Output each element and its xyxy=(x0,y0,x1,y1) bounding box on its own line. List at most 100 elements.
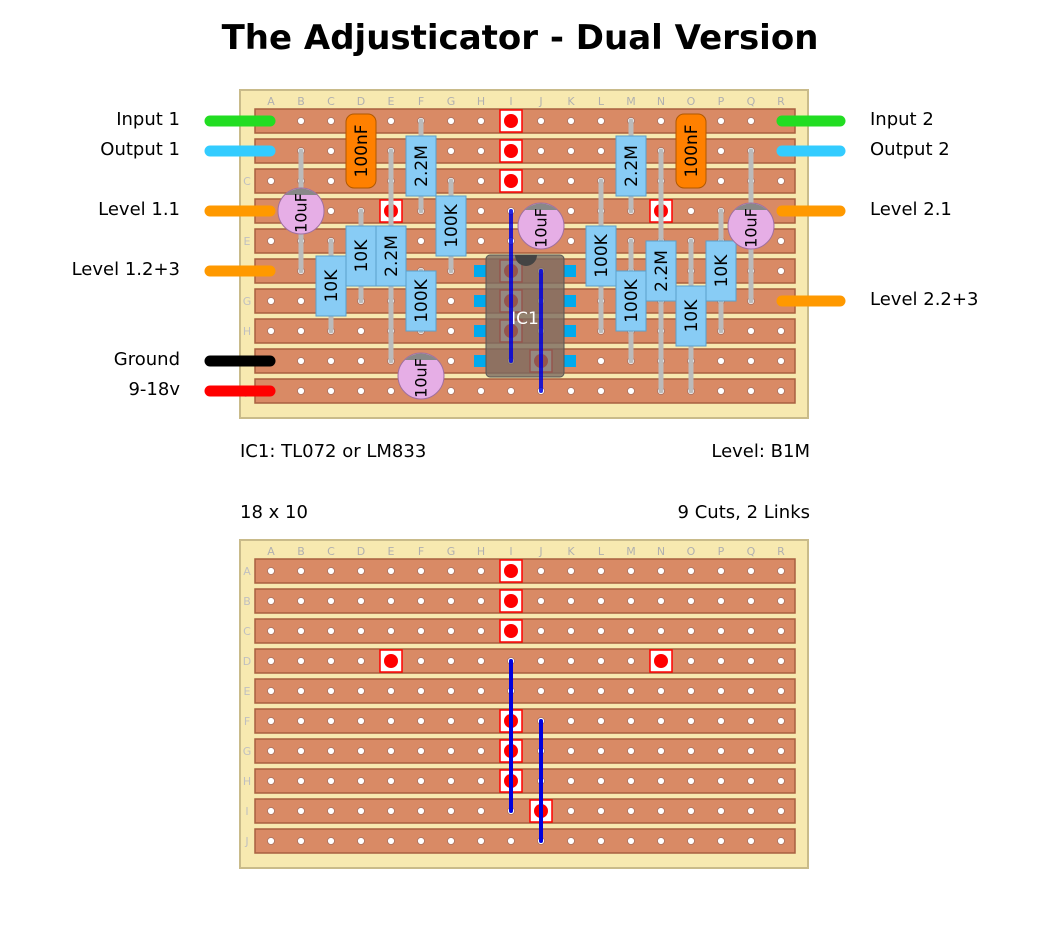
column-label: C xyxy=(327,545,335,558)
hole xyxy=(567,657,575,665)
hole xyxy=(357,807,365,815)
column-label: I xyxy=(509,545,512,558)
column-label: L xyxy=(598,95,605,108)
track-cut-dot xyxy=(504,624,518,638)
hole xyxy=(567,147,575,155)
track-cut-dot xyxy=(654,654,668,668)
resistor-value: 10K xyxy=(352,239,372,273)
ic-pin xyxy=(564,265,576,277)
hole xyxy=(297,387,305,395)
hole xyxy=(477,807,485,815)
hole xyxy=(267,717,275,725)
copper-strip xyxy=(254,678,796,704)
resistor-value: 10K xyxy=(712,254,732,288)
hole xyxy=(777,387,785,395)
hole xyxy=(687,777,695,785)
track-cut-dot xyxy=(384,654,398,668)
hole xyxy=(687,657,695,665)
hole xyxy=(417,567,425,575)
hole xyxy=(567,717,575,725)
ic-pin xyxy=(474,295,486,307)
hole xyxy=(327,747,335,755)
column-label: N xyxy=(657,95,665,108)
wire-label-right: Input 2 xyxy=(870,109,934,130)
column-label: R xyxy=(777,95,785,108)
hole xyxy=(567,777,575,785)
hole xyxy=(477,147,485,155)
hole xyxy=(267,627,275,635)
resistor-value: 2.2M xyxy=(652,250,672,292)
hole xyxy=(567,387,575,395)
hole xyxy=(657,777,665,785)
row-label: G xyxy=(243,295,252,308)
hole xyxy=(447,777,455,785)
electrolytic-capacitor xyxy=(727,202,775,250)
ic-pin xyxy=(564,295,576,307)
hole xyxy=(417,657,425,665)
hole xyxy=(477,117,485,125)
hole xyxy=(597,567,605,575)
hole xyxy=(357,627,365,635)
hole xyxy=(627,807,635,815)
hole xyxy=(657,117,665,125)
hole xyxy=(567,627,575,635)
ic-note: IC1: TL072 or LM833 xyxy=(240,441,427,462)
hole xyxy=(327,657,335,665)
hole xyxy=(747,747,755,755)
hole xyxy=(327,147,335,155)
electrolytic-capacitor xyxy=(517,202,565,250)
capacitor-value: 10uF xyxy=(292,193,311,233)
track-cut-dot xyxy=(504,594,518,608)
film-capacitor xyxy=(675,113,707,189)
hole xyxy=(777,237,785,245)
track-cut-dot xyxy=(504,144,518,158)
row-label: I xyxy=(245,805,248,818)
hole xyxy=(297,357,305,365)
hole xyxy=(297,837,305,845)
hole xyxy=(327,597,335,605)
copper-strip xyxy=(254,588,796,614)
hole xyxy=(447,387,455,395)
capacitor-stripe xyxy=(525,203,557,210)
hole xyxy=(357,777,365,785)
hole xyxy=(567,567,575,575)
hole xyxy=(777,567,785,575)
capacitor-value: 10uF xyxy=(532,208,551,248)
hole xyxy=(687,747,695,755)
hole xyxy=(447,597,455,605)
hole xyxy=(327,357,335,365)
hole xyxy=(447,297,455,305)
hole xyxy=(777,627,785,635)
resistor-value: 2.2M xyxy=(382,235,402,277)
copper-strip xyxy=(254,108,796,134)
board-size-note: 18 x 10 xyxy=(240,502,308,523)
hole xyxy=(567,177,575,185)
column-label: D xyxy=(357,95,365,108)
hole xyxy=(627,747,635,755)
hole xyxy=(447,117,455,125)
hole xyxy=(627,837,635,845)
hole xyxy=(387,387,395,395)
ic-pin xyxy=(564,355,576,367)
hole xyxy=(687,597,695,605)
hole xyxy=(417,687,425,695)
resistor xyxy=(645,240,677,302)
copper-strip xyxy=(254,768,796,794)
capacitor-stripe xyxy=(285,188,317,195)
hole xyxy=(357,747,365,755)
copper-strip xyxy=(254,618,796,644)
hole xyxy=(357,327,365,335)
copper-strip xyxy=(254,798,796,824)
track-cut-dot xyxy=(504,114,518,128)
hole xyxy=(447,327,455,335)
hole xyxy=(267,657,275,665)
hole xyxy=(597,687,605,695)
hole xyxy=(597,657,605,665)
hole xyxy=(267,807,275,815)
track-cut-dot xyxy=(504,564,518,578)
hole xyxy=(477,597,485,605)
hole xyxy=(417,597,425,605)
hole xyxy=(657,837,665,845)
hole xyxy=(597,147,605,155)
